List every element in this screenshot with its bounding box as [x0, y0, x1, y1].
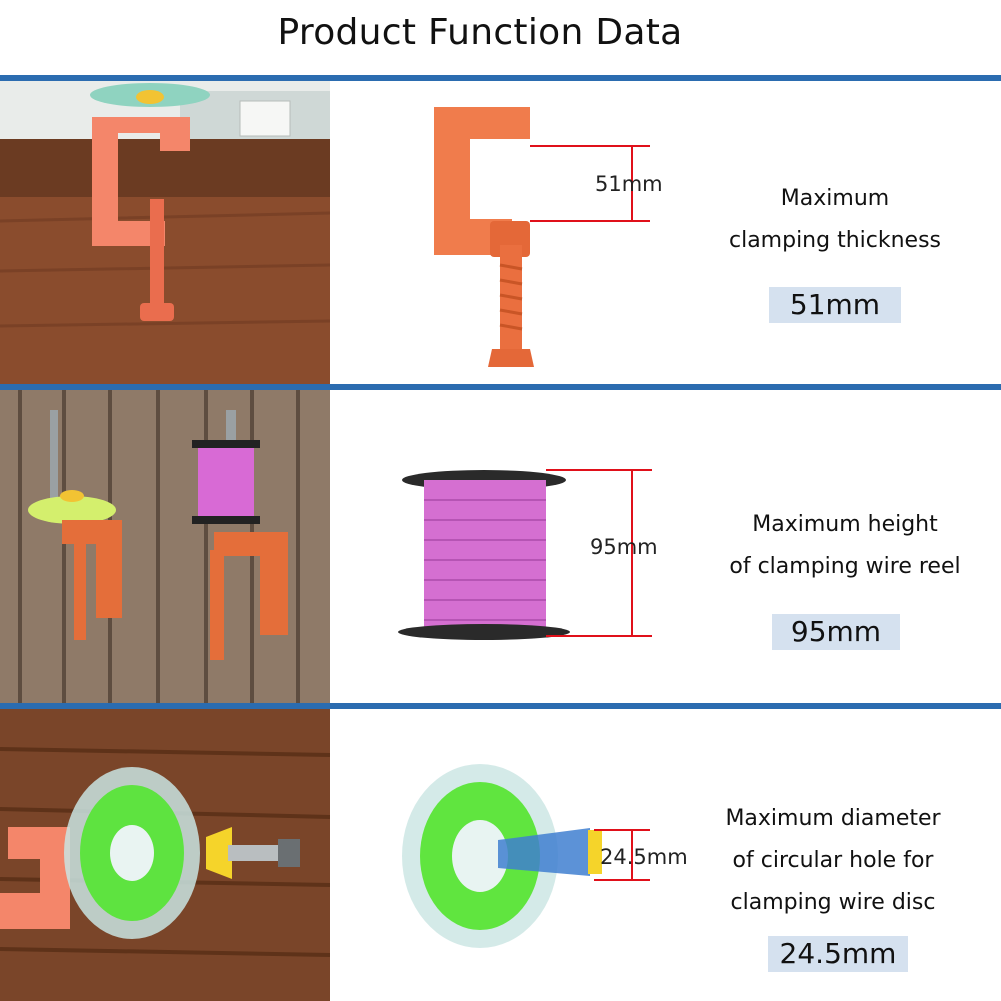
caption-line: of clamping wire reel [729, 554, 961, 579]
value-badge-diameter: 24.5mm [768, 936, 908, 972]
divider-middle [0, 384, 1001, 390]
caption-height: Maximum height of clamping wire reel [712, 504, 978, 588]
value-badge-thickness: 51mm [769, 287, 901, 323]
caption-line: clamping thickness [728, 228, 942, 253]
dimension-label-diameter: 24.5mm [600, 845, 688, 869]
diagram-disc [398, 758, 658, 948]
caption-line: Maximum diameter [725, 806, 941, 831]
page-title: Product Function Data [277, 12, 683, 53]
caption-line: Maximum [780, 186, 890, 211]
divider-top [0, 75, 1001, 81]
diagram-clamp [420, 95, 660, 385]
caption-line: clamping wire disc [730, 890, 936, 915]
photo-spool-on-axle [0, 709, 330, 1001]
value-badge-height: 95mm [772, 614, 900, 650]
diagram-reel [398, 460, 658, 645]
dimension-label-thickness: 51mm [595, 172, 663, 196]
caption-diameter: Maximum diameter of circular hole for cl… [702, 798, 964, 924]
dimension-label-height: 95mm [590, 535, 658, 559]
photo-clamps-on-wall [0, 390, 330, 703]
caption-thickness: Maximum clamping thickness [700, 178, 970, 262]
caption-line: Maximum height [752, 512, 938, 537]
photo-clamp-on-table [0, 81, 330, 384]
caption-line: of circular hole for [732, 848, 934, 873]
divider-lower [0, 703, 1001, 709]
